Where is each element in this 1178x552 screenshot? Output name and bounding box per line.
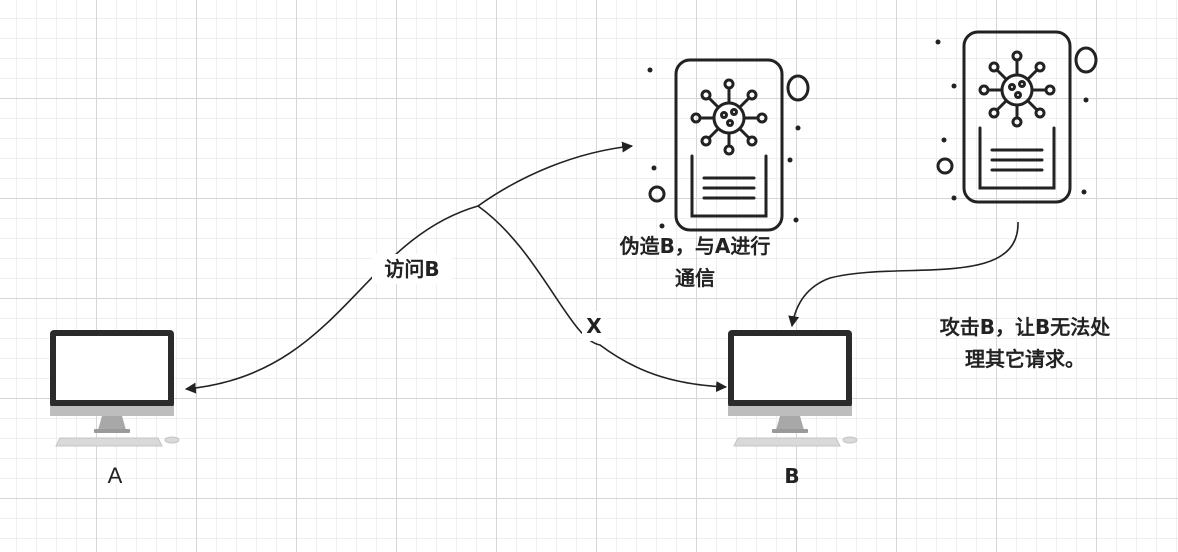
- computer-b-label: B: [784, 464, 800, 488]
- desktop-computer-icon: [49, 329, 180, 447]
- desktop-computer-icon: [727, 329, 858, 447]
- attack-annotation-line1: 攻击B，让B无法处: [939, 315, 1111, 339]
- edge-attack-to-b: [788, 221, 1019, 328]
- forge-annotation-line1: 伪造B，与A进行: [619, 234, 771, 258]
- edge-a-to-forged-b: [184, 141, 634, 394]
- virus-phone-icon: [647, 58, 810, 232]
- virus-phone-icon: [935, 30, 1098, 204]
- edge-blocked-to-b: [477, 205, 728, 393]
- attack-annotation-line2: 理其它请求。: [965, 347, 1085, 371]
- forge-annotation-line2: 通信: [675, 266, 715, 290]
- computer-a-label: A: [107, 463, 123, 488]
- edge-label-blocked: X: [582, 311, 606, 341]
- edge-label-visit-b: 访问B: [372, 254, 452, 284]
